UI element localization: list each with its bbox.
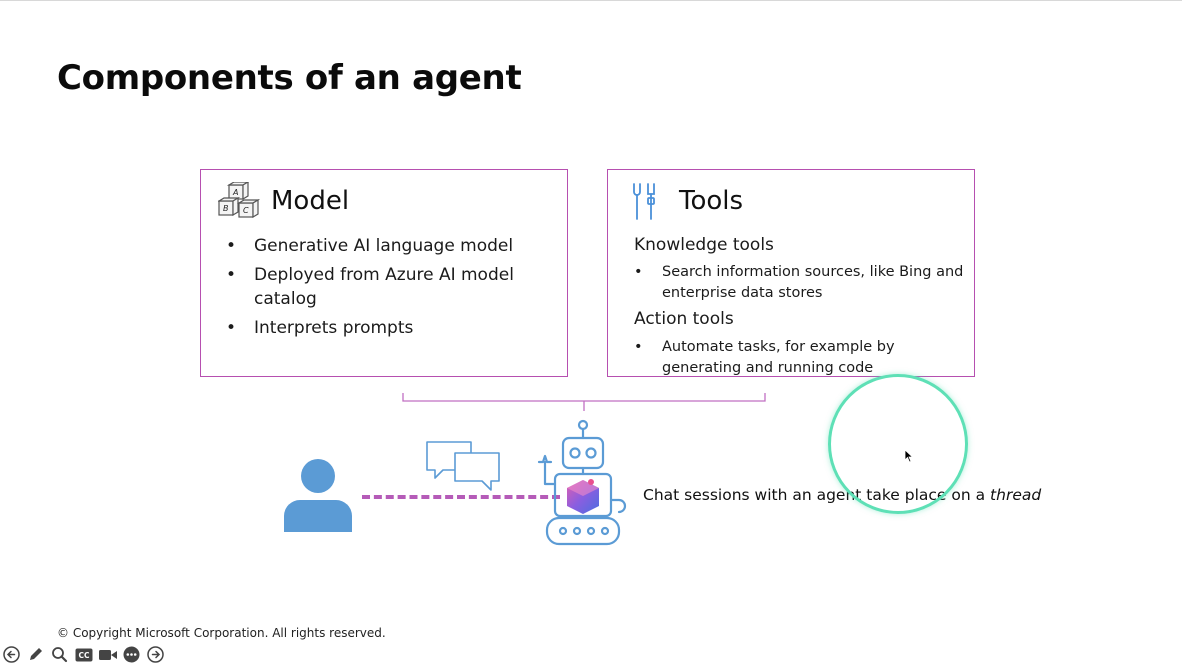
previous-icon [3,646,20,663]
knowledge-tools-heading: Knowledge tools [634,235,774,255]
model-card: A B C Model Generative AI language model… [200,169,568,377]
presenter-toolbar: CC [2,645,165,664]
captions-icon: CC [75,648,92,661]
next-slide-button[interactable] [146,645,165,664]
svg-text:CC: CC [78,651,90,660]
chat-bubbles-icon [426,441,500,491]
previous-slide-button[interactable] [2,645,21,664]
pen-icon [30,648,42,660]
action-tools-heading: Action tools [634,309,734,329]
list-item: Search information sources, like Bing an… [634,262,964,304]
thread-caption: Chat sessions with an agent take place o… [643,486,1042,504]
tools-icon [633,183,655,220]
mouse-pointer-icon [904,449,914,463]
cursor-highlight-ring [828,374,968,514]
svg-text:B: B [223,204,229,213]
pen-tool-button[interactable] [26,645,45,664]
slide-title: Components of an agent [57,58,522,98]
video-icon [98,649,117,660]
top-divider [0,0,1182,1]
person-icon [284,459,352,532]
robot-icon [537,419,627,546]
list-item: Deployed from Azure AI model catalog [226,263,556,311]
next-icon [147,646,164,663]
abc-blocks-icon: A B C [218,182,261,219]
thread-emphasis: thread [990,486,1042,504]
model-bullet-list: Generative AI language model Deployed fr… [226,234,556,345]
more-options-button[interactable] [122,645,141,664]
more-icon [123,646,140,663]
list-item: Automate tasks, for example by generatin… [634,337,964,379]
zoom-button[interactable] [50,645,69,664]
tools-card: Tools Knowledge tools Search information… [607,169,975,377]
model-heading: Model [271,186,350,216]
action-tools-list: Automate tasks, for example by generatin… [634,337,964,379]
video-button[interactable] [98,645,117,664]
svg-text:A: A [232,188,238,197]
list-item: Interprets prompts [226,316,556,340]
copyright-notice: © Copyright Microsoft Corporation. All r… [57,626,386,640]
captions-button[interactable]: CC [74,645,93,664]
zoom-icon [52,647,68,663]
knowledge-tools-list: Search information sources, like Bing an… [634,262,964,304]
thread-dashed-line [362,495,560,499]
list-item: Generative AI language model [226,234,556,258]
tools-heading: Tools [679,186,744,216]
svg-text:C: C [243,206,249,215]
